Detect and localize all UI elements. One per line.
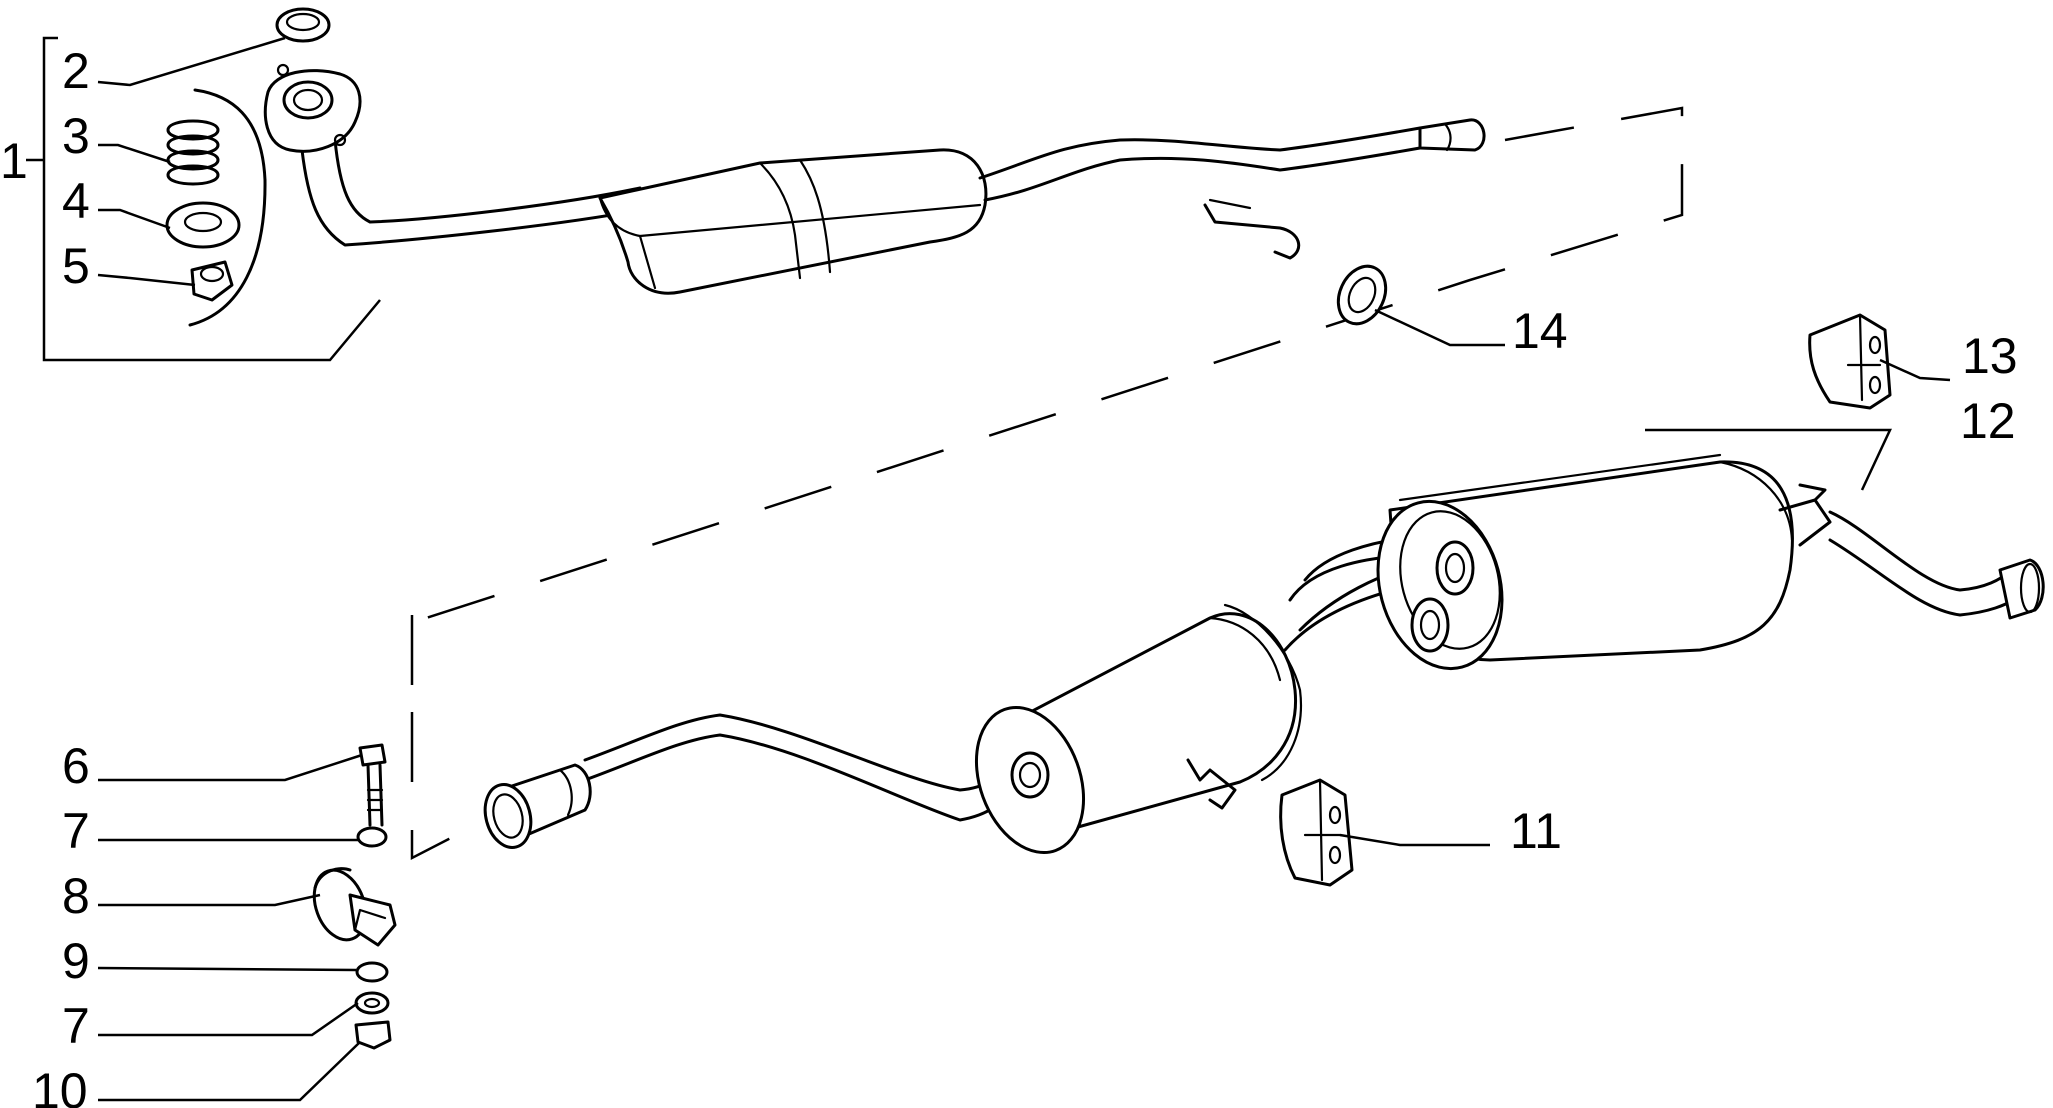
- rubber-hangers: [1279, 264, 1892, 887]
- callout-label-7b: 7: [62, 998, 90, 1054]
- flange-hardware: [165, 7, 331, 327]
- front-pipe-catalytic-converter: [263, 63, 1486, 295]
- callout-label-13: 13: [1962, 328, 2018, 384]
- callout-label-7a: 7: [62, 803, 90, 859]
- callout-label-9: 9: [62, 933, 90, 989]
- callout-label-8: 8: [62, 868, 90, 924]
- clamp-hardware: [312, 743, 397, 1050]
- callout-labels: 1 2 3 4 5 6 7 8 9 7 10 11 12 13 14: [0, 43, 2018, 1108]
- leader-lines: [26, 36, 1951, 1102]
- callout-label-5: 5: [62, 238, 90, 294]
- callout-label-4: 4: [62, 173, 90, 229]
- callout-label-14: 14: [1512, 303, 1568, 359]
- callout-label-3: 3: [62, 108, 90, 164]
- callout-label-1: 1: [0, 133, 28, 189]
- callout-label-2: 2: [62, 43, 90, 99]
- callout-label-6: 6: [62, 738, 90, 794]
- callout-label-12: 12: [1960, 393, 2016, 449]
- rear-silencer-muffler: [483, 453, 2045, 855]
- callout-label-10: 10: [32, 1063, 88, 1108]
- dashed-assembly-frame: [410, 106, 1684, 861]
- callout-label-11: 11: [1510, 803, 1562, 859]
